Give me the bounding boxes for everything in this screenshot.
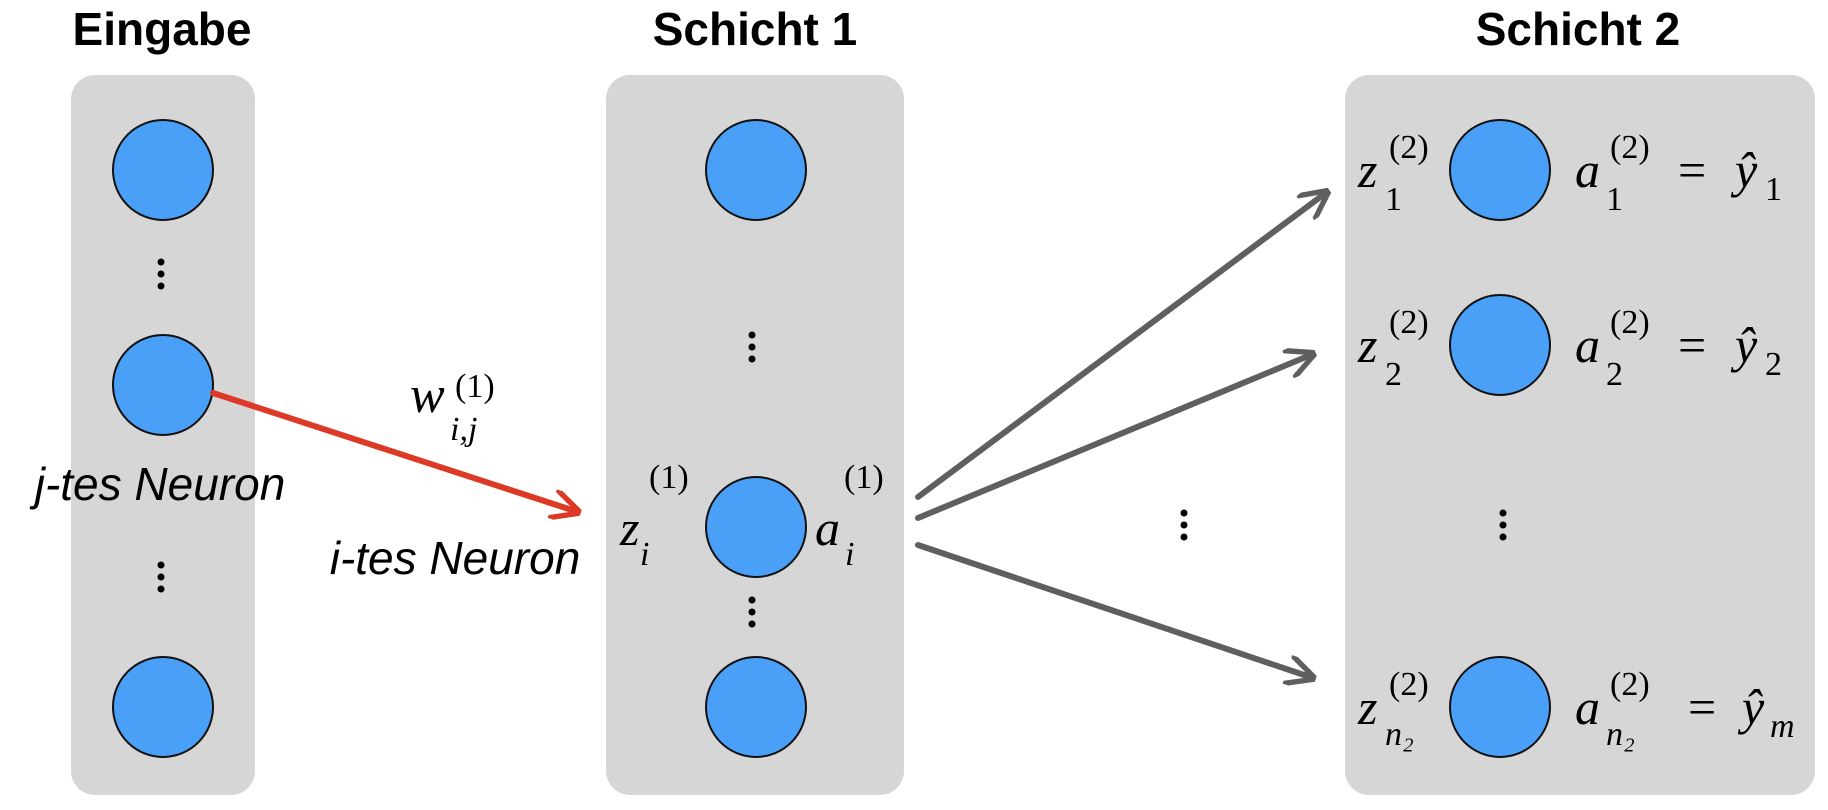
output-z-label-2: z(2)2 <box>1357 304 1429 393</box>
weight-arrow <box>210 390 578 512</box>
hidden-a-label: a(1)i <box>815 459 884 573</box>
output-z-label-n: z(2)n₂ <box>1357 666 1429 753</box>
hidden-layer-panel <box>606 75 904 795</box>
output-z-label-1: z(2)1 <box>1357 129 1429 218</box>
input-neuron <box>112 119 214 221</box>
output-neuron-1 <box>1449 119 1551 221</box>
vertical-ellipsis-icon <box>1499 509 1507 541</box>
vertical-ellipsis-icon <box>1180 509 1188 541</box>
output-arrow-2 <box>915 354 1313 521</box>
input-layer-title: Eingabe <box>73 3 252 55</box>
input-neuron-j <box>112 334 214 436</box>
output-arrow-n <box>915 542 1313 678</box>
output-layer-title: Schicht 2 <box>1476 3 1681 55</box>
hidden-neuron-i <box>705 476 807 578</box>
hidden-neuron <box>705 656 807 758</box>
hidden-neuron <box>705 119 807 221</box>
weight-label: w(1)i,j <box>410 367 495 448</box>
i-neuron-label: i-tes Neuron <box>330 532 581 584</box>
output-arrow-1 <box>915 192 1327 500</box>
hidden-layer-title: Schicht 1 <box>653 3 858 55</box>
vertical-ellipsis-icon <box>157 561 165 593</box>
j-neuron-label: j-tes Neuron <box>29 458 286 510</box>
vertical-ellipsis-icon <box>748 596 756 628</box>
output-neuron-2 <box>1449 294 1551 396</box>
vertical-ellipsis-icon <box>748 331 756 363</box>
vertical-ellipsis-icon <box>157 258 165 290</box>
output-layer-panel <box>1345 75 1815 795</box>
output-neuron-n <box>1449 656 1551 758</box>
input-neuron <box>112 656 214 758</box>
hidden-z-label: z(1)i <box>619 459 689 573</box>
